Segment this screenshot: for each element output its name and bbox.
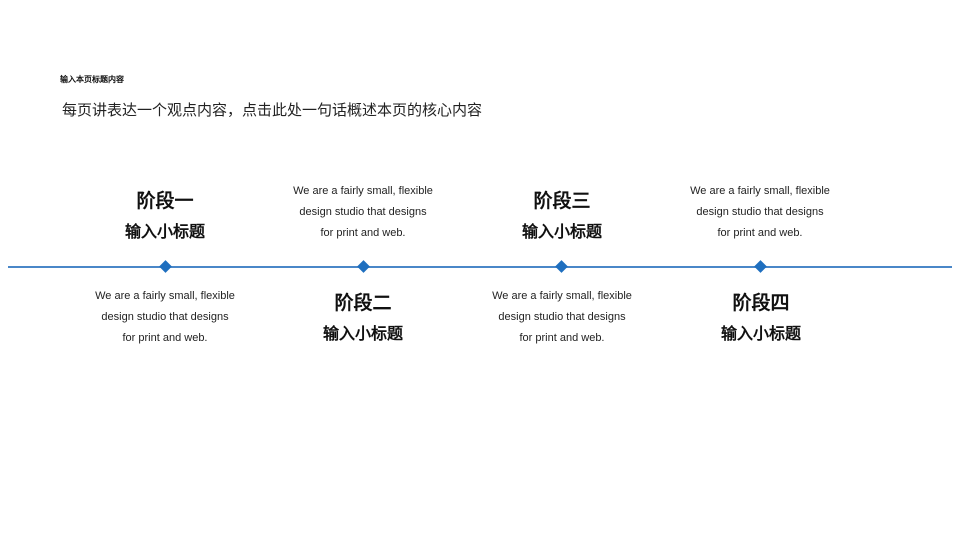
page-subtitle: 每页讲表达一个观点内容，点击此处一句话概述本页的核心内容	[62, 101, 483, 119]
stage-3-desc-line: We are a fairly small, flexible	[492, 290, 632, 302]
stage-3: 阶段三 输入小标题	[462, 189, 662, 243]
stage-2-desc-line: design studio that designs	[299, 206, 427, 218]
stage-4-description: We are a fairly small, flexible design s…	[650, 181, 870, 244]
stage-2: 阶段二 输入小标题	[263, 291, 463, 345]
stage-2-description: We are a fairly small, flexible design s…	[253, 181, 473, 244]
stage-4-desc-line: design studio that designs	[696, 206, 824, 218]
timeline-marker-4	[754, 260, 767, 273]
timeline-marker-2	[357, 260, 370, 273]
timeline-line	[8, 266, 952, 268]
stage-3-description: We are a fairly small, flexible design s…	[452, 286, 672, 349]
stage-2-title: 阶段二	[334, 292, 392, 314]
page-title: 输入本页标题内容	[60, 75, 124, 84]
stage-1-desc-line: design studio that designs	[101, 311, 229, 323]
stage-4-desc-line: for print and web.	[717, 227, 803, 239]
stage-2-subtitle: 输入小标题	[322, 324, 403, 343]
stage-3-desc-line: design studio that designs	[498, 311, 626, 323]
stage-4-title: 阶段四	[732, 292, 790, 314]
stage-1-description: We are a fairly small, flexible design s…	[55, 286, 275, 349]
stage-1-desc-line: We are a fairly small, flexible	[95, 290, 235, 302]
stage-1-desc-line: for print and web.	[122, 332, 208, 344]
stage-4: 阶段四 输入小标题	[661, 291, 861, 345]
stage-3-subtitle: 输入小标题	[521, 222, 602, 241]
stage-3-desc-line: for print and web.	[519, 332, 605, 344]
timeline-marker-1	[159, 260, 172, 273]
stage-2-desc-line: We are a fairly small, flexible	[293, 185, 433, 197]
stage-1-title: 阶段一	[136, 190, 194, 212]
stage-4-desc-line: We are a fairly small, flexible	[690, 185, 830, 197]
timeline-marker-3	[555, 260, 568, 273]
stage-1: 阶段一 输入小标题	[65, 189, 265, 243]
stage-1-subtitle: 输入小标题	[124, 222, 205, 241]
stage-3-title: 阶段三	[533, 190, 591, 212]
stage-2-desc-line: for print and web.	[320, 227, 406, 239]
stage-4-subtitle: 输入小标题	[720, 324, 801, 343]
